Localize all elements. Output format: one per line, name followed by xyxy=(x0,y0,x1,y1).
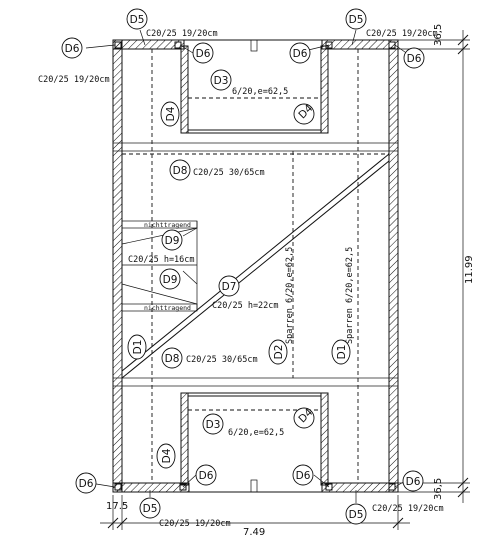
stair-label: C20/25 h=16cm xyxy=(128,255,195,265)
svg-text:D5: D5 xyxy=(349,14,364,26)
lower-inner-left-wall xyxy=(180,392,189,486)
callout-d6-bottom-left-outer: D6 xyxy=(75,472,97,494)
stair-flight2 xyxy=(121,283,198,305)
svg-text:D3: D3 xyxy=(214,75,229,87)
d3-bottom-label: 6/20,e=62,5 xyxy=(228,428,284,438)
svg-text:D9: D9 xyxy=(163,274,178,286)
top-opening xyxy=(250,39,258,52)
callout-d5-top-right: D5 xyxy=(345,8,367,30)
svg-text:D4: D4 xyxy=(165,106,177,121)
callout-d4-top-right: D4 xyxy=(293,102,316,125)
staircase xyxy=(121,220,198,312)
dim-bottom-width: 7.49 xyxy=(243,527,265,538)
svg-text:D5: D5 xyxy=(143,503,158,515)
walls xyxy=(112,39,399,493)
svg-text:D1: D1 xyxy=(336,345,348,360)
svg-text:D5: D5 xyxy=(349,509,364,521)
left-outer-wall xyxy=(112,39,123,493)
bottom-opening xyxy=(250,479,258,493)
svg-text:D2: D2 xyxy=(273,345,285,360)
dim-right-total: 11.99 xyxy=(464,255,475,284)
callout-d6-top-right-outer: D6 xyxy=(403,47,425,69)
upper-inner-right-wall xyxy=(320,45,329,134)
callout-d5-bottom-left: D5 xyxy=(139,497,161,519)
d8-top-beam xyxy=(112,142,399,152)
svg-text:D9: D9 xyxy=(165,235,180,247)
svg-text:D7: D7 xyxy=(222,281,237,293)
callout-d1-left: D1 xyxy=(127,334,147,360)
callout-d8-top: D8 xyxy=(169,159,191,181)
beam-label-top-left: C20/25 19/20cm xyxy=(146,29,218,39)
lower-inner-right-wall xyxy=(320,392,329,486)
dimension-labels: 36,5 11.99 36,5 17.5 7.49 xyxy=(106,24,475,538)
bottom-right-wall xyxy=(321,482,399,493)
callout-d9-lower: D9 xyxy=(159,268,181,290)
nicht-tragend-bottom: nichttragend xyxy=(144,304,191,312)
callout-d6-bottom-right-inner: D6 xyxy=(292,464,314,486)
callout-d6-bottom-right-outer: D6 xyxy=(402,470,424,492)
d8-bottom-beam xyxy=(112,377,399,387)
svg-text:D6: D6 xyxy=(65,43,80,55)
beam-label-bottom-right: C20/25 19/20cm xyxy=(372,504,444,514)
stair-flight1 xyxy=(121,227,198,245)
callout-d4-bottom-right: D4 xyxy=(293,406,316,429)
dim-right-bottom: 36,5 xyxy=(433,478,444,500)
dim-bottom-left: 17.5 xyxy=(106,501,128,512)
callout-d5-top-left: D5 xyxy=(126,8,148,30)
d8-bottom-label: C20/25 30/65cm xyxy=(186,355,258,365)
column-tr-inner xyxy=(325,41,333,49)
svg-text:D5: D5 xyxy=(130,14,145,26)
svg-text:D4: D4 xyxy=(161,448,173,463)
callout-d6-top-right-inner: D6 xyxy=(289,42,311,64)
callout-d5-bottom-right: D5 xyxy=(345,503,367,525)
d8-top-label: C20/25 30/65cm xyxy=(193,168,265,178)
callout-d8-bottom: D8 xyxy=(161,347,183,369)
svg-text:D6: D6 xyxy=(407,53,422,65)
callouts: D5 D5 D6 D6 D6 D6 D3 D4 xyxy=(61,8,425,525)
sparren-d2-label: Sparren 6/20,e=62,5 xyxy=(285,247,295,344)
column-br-inner xyxy=(325,483,333,491)
top-right-wall xyxy=(321,39,399,50)
callout-d2: D2 xyxy=(268,339,288,365)
bottom-left-wall xyxy=(112,482,190,493)
svg-text:D6: D6 xyxy=(406,476,421,488)
right-outer-wall xyxy=(388,39,399,493)
callout-d4-bottom-left: D4 xyxy=(156,443,176,469)
beam-label-top-right: C20/25 19/20cm xyxy=(366,29,438,39)
callout-d6-top-left-outer: D6 xyxy=(61,37,83,59)
callout-d4-top-left: D4 xyxy=(160,101,180,127)
svg-text:D6: D6 xyxy=(199,470,214,482)
top-left-wall xyxy=(112,39,185,50)
svg-text:D3: D3 xyxy=(206,419,221,431)
svg-text:D1: D1 xyxy=(132,340,144,355)
beam-labels: C20/25 19/20cm C20/25 19/20cm C20/25 19/… xyxy=(38,29,444,529)
callout-d7: D7 xyxy=(218,275,240,297)
svg-text:D8: D8 xyxy=(173,165,188,177)
diagonal-d7-2 xyxy=(121,160,390,379)
callout-d1-right: D1 xyxy=(331,339,351,365)
callout-d6-bottom-left-inner: D6 xyxy=(195,464,217,486)
callout-d3-bottom: D3 xyxy=(202,413,224,435)
callout-d9-upper: D9 xyxy=(161,229,183,251)
column-tl-inner xyxy=(174,41,182,49)
callout-d6-top-left-inner: D6 xyxy=(192,42,214,64)
beam-label-left-outer: C20/25 19/20cm xyxy=(38,75,110,85)
nicht-tragend-top: nichttragend xyxy=(144,221,191,229)
column-bl-inner xyxy=(179,483,187,491)
d3-top-label: 6/20,e=62,5 xyxy=(232,87,288,97)
diagonal-d7 xyxy=(121,153,390,372)
svg-text:D8: D8 xyxy=(165,353,180,365)
sparren-d1-label: Sparren 6/20,e=62,5 xyxy=(345,247,355,344)
svg-text:D6: D6 xyxy=(293,48,308,60)
dim-right-top: 36,5 xyxy=(433,24,444,46)
callout-d3-top: D3 xyxy=(210,69,232,91)
svg-text:D6: D6 xyxy=(79,478,94,490)
svg-text:D6: D6 xyxy=(196,48,211,60)
upper-inner-left-wall xyxy=(180,45,189,134)
beam-label-bottom-left: C20/25 19/20cm xyxy=(159,519,231,529)
d7-label: C20/25 h=22cm xyxy=(212,301,279,311)
svg-text:D6: D6 xyxy=(296,470,311,482)
